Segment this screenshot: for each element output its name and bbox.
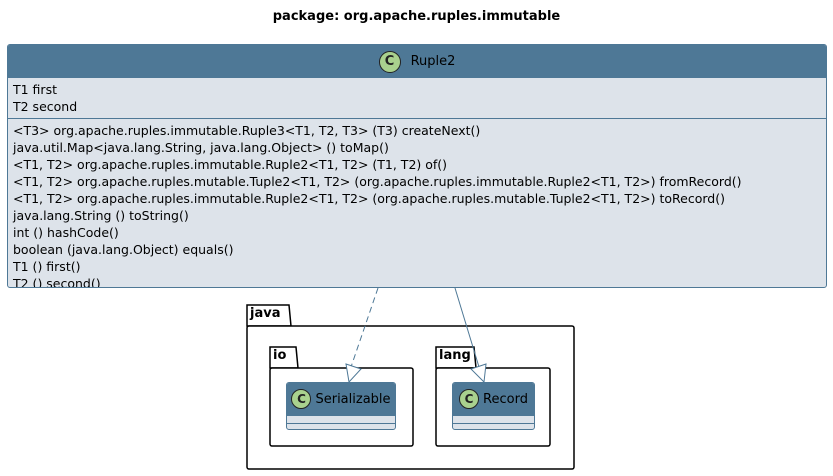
package-lang-label: lang	[439, 348, 471, 363]
class-record-header: C Record	[453, 383, 534, 415]
field-row: T2 second	[13, 99, 78, 114]
class-ruple2-header: C Ruple2	[8, 45, 826, 78]
package-java-label: java	[250, 306, 281, 321]
method-row: <T1, T2> org.apache.ruples.immutable.Rup…	[13, 191, 725, 206]
generalization-arrowhead	[470, 363, 487, 384]
method-row: <T1, T2> org.apache.ruples.mutable.Tuple…	[13, 174, 742, 189]
class-icon: C	[291, 389, 312, 409]
diagram-title: package: org.apache.ruples.immutable	[272, 9, 561, 24]
class-record-methods	[453, 423, 534, 429]
class-ruple2-name: Ruple2	[410, 54, 456, 69]
class-ruple2-methods: <T3> org.apache.ruples.immutable.Ruple3<…	[8, 118, 826, 288]
method-row: <T1, T2> org.apache.ruples.immutable.Rup…	[13, 157, 448, 172]
generalization-line	[454, 287, 480, 368]
method-row: java.util.Map<java.lang.String, java.lan…	[13, 140, 389, 155]
class-serializable-name: Serializable	[315, 391, 391, 407]
method-row: boolean (java.lang.Object) equals()	[13, 242, 234, 257]
class-serializable[interactable]: C Serializable	[286, 382, 396, 430]
method-row: T1 () first()	[13, 259, 81, 274]
method-row: <T3> org.apache.ruples.immutable.Ruple3<…	[13, 123, 481, 138]
package-io-label: io	[273, 348, 287, 363]
class-record[interactable]: C Record	[452, 382, 535, 430]
class-ruple2-fields: T1 first T2 second	[8, 78, 826, 118]
class-icon: C	[378, 50, 401, 73]
method-row: int () hashCode()	[13, 225, 119, 240]
class-serializable-header: C Serializable	[287, 383, 395, 415]
realization-line	[350, 287, 379, 368]
realization-arrowhead	[345, 363, 362, 384]
class-record-fields	[453, 415, 534, 423]
method-row: java.lang.String () toString()	[13, 208, 189, 223]
class-serializable-fields	[287, 415, 395, 423]
class-ruple2[interactable]: C Ruple2 T1 first T2 second <T3> org.apa…	[7, 44, 827, 288]
class-serializable-methods	[287, 423, 395, 429]
method-row: T2 () second()	[13, 276, 101, 288]
class-icon: C	[459, 389, 480, 409]
class-record-name: Record	[483, 391, 528, 407]
field-row: T1 first	[13, 82, 57, 97]
